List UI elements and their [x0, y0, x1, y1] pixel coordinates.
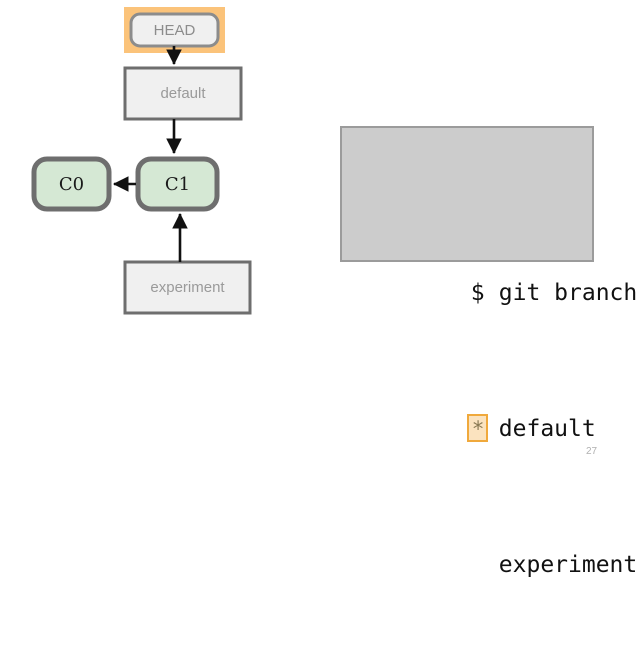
terminal-output-box: $ git branch * default experiment: [340, 126, 637, 578]
default-branch-shape[interactable]: [123, 66, 243, 121]
current-branch-marker: *: [466, 412, 499, 446]
commit-c0-shape[interactable]: [31, 156, 112, 212]
current-branch-highlight-box: [466, 414, 488, 442]
head-node-shape[interactable]: [129, 12, 220, 48]
terminal-lines: $ git branch * default experiment: [360, 140, 637, 650]
experiment-branch-shape[interactable]: [123, 260, 252, 315]
terminal-branch-default: default: [498, 416, 596, 442]
prompt-symbol: $: [470, 280, 485, 306]
git-branch-diagram: HEAD default C0 C1 experiment: [0, 0, 320, 340]
asterisk-icon: *: [471, 417, 485, 441]
page-number: 27: [586, 446, 598, 457]
slide-canvas: HEAD default C0 C1 experiment $ git branc…: [0, 0, 638, 578]
terminal-branch-experiment: experiment: [498, 552, 638, 578]
commit-c1-shape[interactable]: [135, 156, 220, 212]
diagram-svg: [31, 7, 252, 315]
terminal-line-command: $ git branch: [360, 242, 637, 306]
terminal-line-default-branch: * default: [360, 378, 637, 442]
terminal-line-experiment-branch: experiment: [360, 514, 637, 578]
terminal-command-text: git branch: [498, 280, 638, 306]
